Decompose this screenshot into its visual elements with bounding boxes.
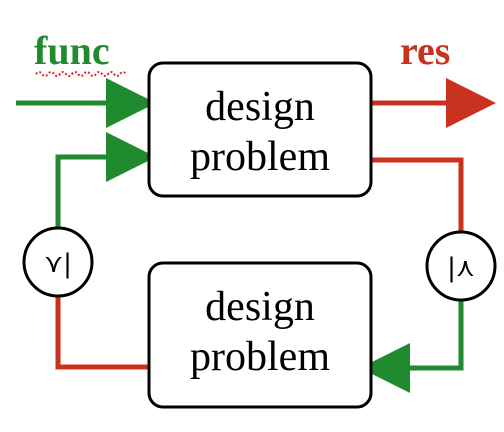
func-label: func [34, 28, 110, 73]
res-feedback-line-left [55, 296, 148, 370]
func-feedback-arrow-left [55, 132, 156, 228]
preorder-circle-left [22, 226, 94, 298]
design-problem-box-top [147, 61, 373, 198]
bottom-box-line2: problem [190, 334, 330, 380]
func-feedback-arrow-right [360, 300, 464, 393]
top-box-line1: design [205, 84, 315, 130]
res-label: res [400, 28, 450, 73]
preorder-symbol-right: |⋏ [447, 253, 475, 283]
top-box-line2: problem [190, 134, 330, 180]
res-feedback-line [372, 157, 464, 232]
preorder-circle-right [425, 230, 497, 302]
bottom-box-line1: design [205, 284, 315, 330]
design-problem-box-bottom [147, 261, 373, 409]
preorder-symbol-left: ⋎| [44, 249, 72, 279]
